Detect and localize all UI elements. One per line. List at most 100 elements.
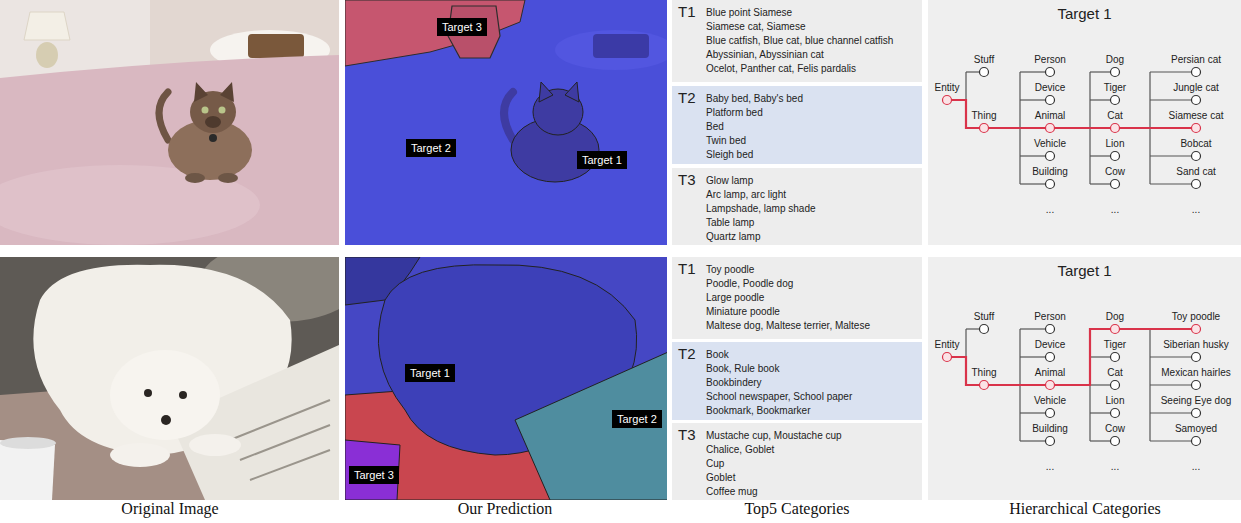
target-label: Target 3	[354, 469, 394, 481]
tree-node-dot	[1192, 381, 1201, 390]
lamp-shade	[24, 12, 70, 40]
tree-node-dot	[1046, 409, 1055, 418]
tree-node-dot	[980, 325, 989, 334]
tree-label: Stuff	[974, 54, 994, 65]
target-tag: Target 3	[349, 466, 399, 484]
cat-photo	[0, 0, 339, 245]
category-name: Blue point Siamese	[706, 6, 893, 20]
tree-node-dot	[1111, 152, 1120, 161]
tree-label: Siberian husky	[1163, 339, 1229, 350]
dog-photo	[0, 257, 339, 500]
tree-node-dot	[980, 68, 989, 77]
tree-node-dot	[1046, 437, 1055, 446]
cat-eye	[202, 107, 209, 114]
dog-eye	[144, 389, 152, 397]
category-name: Arc lamp, arc light	[706, 188, 816, 202]
panel-title: Target 1	[1057, 262, 1111, 279]
tree-label: Cow	[1105, 166, 1125, 177]
pillow-region	[555, 30, 667, 70]
category-name: Toy poodle	[706, 263, 870, 277]
cat-segmentation	[345, 0, 667, 245]
tree-label: Entity	[934, 82, 959, 93]
tree-branch	[1150, 440, 1196, 441]
tree-node-dot	[1111, 325, 1120, 334]
panel-index: T3	[678, 426, 706, 497]
target-label: Target 3	[442, 21, 482, 33]
category-name: Lampshade, lamp shade	[706, 202, 816, 216]
tree-label: ...	[1192, 204, 1200, 215]
tree-node-dot	[1046, 152, 1055, 161]
wall-region	[345, 0, 525, 66]
tree-label: Jungle cat	[1173, 82, 1219, 93]
tree-label: ...	[1046, 461, 1054, 472]
tree-label: Building	[1032, 423, 1068, 434]
category-name: Blue catfish, Blue cat, blue channel cat…	[706, 34, 893, 48]
tree-node-dot	[1111, 68, 1120, 77]
panel-index: T2	[678, 345, 706, 417]
cushion	[248, 34, 304, 58]
tree-node-dot	[1046, 124, 1055, 133]
category-panel: T2BookBook, Rule bookBookbinderySchool n…	[672, 342, 922, 420]
tree-label: Animal	[1035, 367, 1066, 378]
target-label: Target 1	[410, 367, 450, 379]
tree-label: Cat	[1107, 110, 1123, 121]
tree-node-dot	[1111, 180, 1120, 189]
category-name: Platform bed	[706, 106, 803, 120]
category-name: Twin bed	[706, 134, 803, 148]
panel-index: T3	[678, 171, 706, 242]
tree-label: Device	[1035, 82, 1066, 93]
column-caption: Hierarchical Categories	[1009, 500, 1160, 517]
category-panel: T2Baby bed, Baby's bedPlatform bedBedTwi…	[672, 86, 922, 164]
tree-label: Person	[1034, 54, 1066, 65]
column-caption: Our Prediction	[458, 500, 553, 517]
cat-eye	[219, 107, 226, 114]
category-name: Table lamp	[706, 216, 816, 230]
lamp-base	[36, 42, 58, 68]
tree-label: Dog	[1106, 54, 1124, 65]
dog-paw	[110, 443, 170, 467]
category-panel: T1Blue point SiameseSiamese cat, Siamese…	[672, 0, 922, 82]
tree-label: Cow	[1105, 423, 1125, 434]
tree-label: Sand cat	[1176, 166, 1215, 177]
target-tag: Target 2	[612, 410, 662, 428]
tree-node-dot	[1111, 353, 1120, 362]
target-tag: Target 2	[406, 139, 456, 157]
category-name: Chalice, Goblet	[706, 443, 842, 457]
tree-node-dot	[1192, 68, 1201, 77]
tree-node-dot	[1111, 409, 1120, 418]
tree-label: Vehicle	[1034, 395, 1066, 406]
category-name: Miniature poodle	[706, 305, 870, 319]
dog-head	[110, 350, 220, 440]
cat-tail	[159, 92, 168, 140]
category-name: Ocelot, Panther cat, Felis pardalis	[706, 62, 893, 76]
tree-label: Cat	[1107, 367, 1123, 378]
tree-node-dot	[980, 124, 989, 133]
target-tag: Target 1	[577, 151, 627, 169]
cup-region	[345, 440, 400, 500]
tree-node-dot	[1192, 124, 1201, 133]
target-label: Target 1	[582, 154, 622, 166]
newspaper-print	[230, 400, 330, 480]
tree-label: Entity	[934, 339, 959, 350]
tree-label: Mexican hairles	[1161, 367, 1230, 378]
dog-eye	[179, 391, 187, 399]
dog-paw	[189, 434, 241, 456]
category-name: Bookbindery	[706, 376, 852, 390]
tree-node-dot	[1046, 68, 1055, 77]
tree-node-dot	[1111, 124, 1120, 133]
bed-fold	[0, 165, 260, 245]
category-name: Baby bed, Baby's bed	[706, 92, 803, 106]
tree-branch	[1150, 99, 1196, 100]
column-caption: Original Image	[121, 500, 218, 517]
tree-branch	[1150, 71, 1196, 72]
tree-label: Lion	[1106, 138, 1125, 149]
tree-branch	[1150, 412, 1196, 413]
tree-label: Siamese cat	[1168, 110, 1223, 121]
dog-nose	[161, 415, 171, 425]
tree-node-dot	[1046, 353, 1055, 362]
newspaper-region	[515, 345, 667, 500]
tree-label: Persian cat	[1171, 54, 1221, 65]
cat-ears-region	[539, 82, 579, 102]
category-name: Large poodle	[706, 291, 870, 305]
tree-node-dot	[1111, 437, 1120, 446]
